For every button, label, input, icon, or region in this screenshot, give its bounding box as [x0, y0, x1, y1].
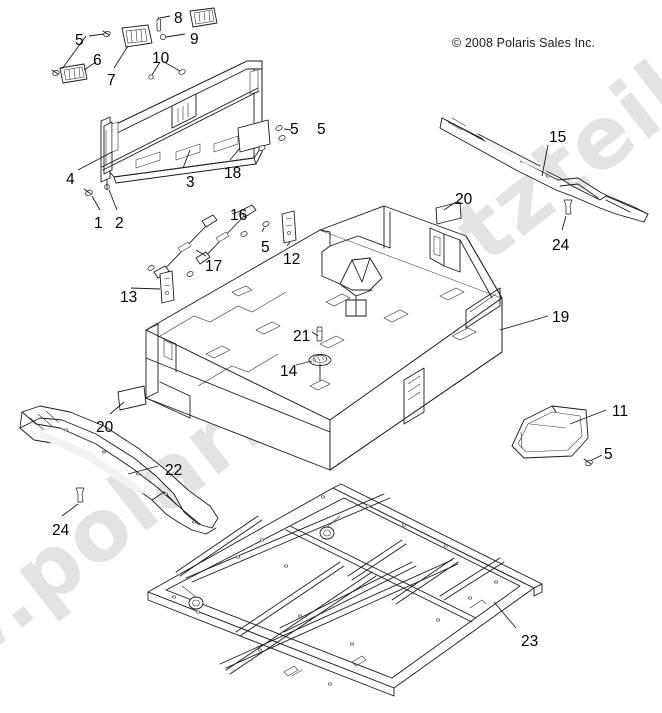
leader-21	[311, 331, 319, 337]
leader-5b	[283, 128, 292, 131]
callout-12: 12	[283, 251, 301, 268]
hardware-pin-2	[104, 179, 110, 190]
leader-16	[231, 209, 244, 215]
frame-bushings	[181, 515, 341, 610]
callout-2: 2	[115, 215, 124, 232]
leader-5e	[591, 454, 603, 461]
leader-22	[127, 465, 159, 475]
leader-11	[569, 409, 607, 425]
callout-11: 11	[612, 403, 629, 420]
leader-20-right	[443, 201, 457, 211]
callout-19: 19	[552, 309, 570, 326]
floor-pockets	[205, 285, 477, 359]
leader-13	[130, 287, 161, 290]
callout-7: 7	[107, 72, 116, 89]
leader-10	[151, 61, 181, 76]
hardware-fastener-5-a	[102, 30, 111, 37]
part-decal-20-left	[117, 385, 147, 411]
callout-6: 6	[93, 52, 102, 69]
leader-5c	[261, 227, 265, 233]
leader-18	[229, 147, 241, 161]
callout-3: 3	[186, 174, 195, 191]
leader-2	[108, 189, 118, 211]
leader-24-left	[61, 503, 79, 517]
leader-15	[541, 144, 549, 177]
copyright-notice: © 2008 Polaris Sales Inc.	[452, 36, 596, 50]
hardware-pin-8	[156, 16, 161, 32]
leader-5a2	[61, 35, 87, 70]
leader-23	[493, 601, 517, 629]
callout-5-c: 5	[317, 121, 326, 138]
leader-19	[499, 315, 549, 331]
leader-12	[286, 241, 291, 247]
callout-22: 22	[165, 462, 183, 479]
hardware-screw-1	[83, 188, 93, 197]
part-cable-17	[153, 214, 218, 279]
leader-17	[195, 249, 207, 257]
hardware-screw-24-left	[75, 487, 85, 503]
leader-20-left	[109, 401, 125, 415]
hardware-fastener-5-c	[147, 221, 270, 277]
callout-5-a: 5	[75, 32, 84, 49]
hardware-fastener-5-e	[583, 458, 593, 467]
hardware-fastener-5-b	[258, 125, 286, 151]
part-latch-assembly-7	[121, 24, 153, 48]
leader-1	[91, 195, 101, 211]
callout-13: 13	[120, 289, 138, 306]
callout-24-left: 24	[52, 522, 70, 539]
part-striker-6	[59, 63, 88, 84]
part-rail-15	[439, 117, 649, 223]
part-frame-23	[147, 483, 543, 697]
part-tailgate-panel	[100, 60, 263, 184]
hardware-screw-24-right	[563, 199, 573, 215]
callout-17: 17	[205, 258, 223, 275]
leader-14	[295, 360, 313, 366]
callout-23: 23	[521, 633, 539, 650]
hardware-rivet-21	[316, 326, 323, 342]
callout-15: 15	[549, 129, 567, 146]
callout-16: 16	[230, 207, 248, 224]
leader-8	[159, 15, 171, 19]
callout-1: 1	[94, 215, 103, 232]
callout-9: 9	[190, 31, 199, 48]
leader-5a	[88, 33, 105, 37]
part-decal-20-right	[435, 201, 462, 225]
callout-14: 14	[280, 363, 298, 380]
part-striker-right	[189, 7, 218, 28]
callout-20-left: 20	[96, 419, 114, 436]
callout-5-b: 5	[290, 121, 299, 138]
callout-10: 10	[152, 50, 170, 67]
part-cable-16	[195, 204, 257, 265]
leader-7	[113, 45, 129, 69]
callout-5-e: 5	[604, 446, 613, 463]
part-bracket-12	[281, 210, 297, 244]
part-cargo-box-19	[145, 205, 503, 471]
hardware-fastener-5-a2	[51, 69, 60, 76]
callout-5-d: 5	[261, 239, 270, 256]
callout-18: 18	[224, 165, 242, 182]
callout-4: 4	[66, 171, 75, 188]
hardware-clip-9	[160, 34, 166, 40]
part-cover-11	[511, 405, 589, 459]
callout-21: 21	[293, 328, 311, 345]
part-bracket-13	[159, 270, 175, 304]
leader-6	[83, 61, 97, 71]
frame-fastener-holes	[171, 495, 499, 686]
leader-3	[182, 149, 191, 169]
leader-24-right	[561, 215, 567, 231]
callout-20-right: 20	[455, 191, 473, 208]
part-grommet-14	[308, 354, 332, 391]
callout-8: 8	[174, 10, 183, 27]
callout-24-right: 24	[552, 237, 570, 254]
part-fender-22	[19, 405, 219, 535]
part-plate-18	[237, 119, 271, 153]
leader-9	[165, 33, 186, 38]
leader-4	[77, 151, 113, 171]
